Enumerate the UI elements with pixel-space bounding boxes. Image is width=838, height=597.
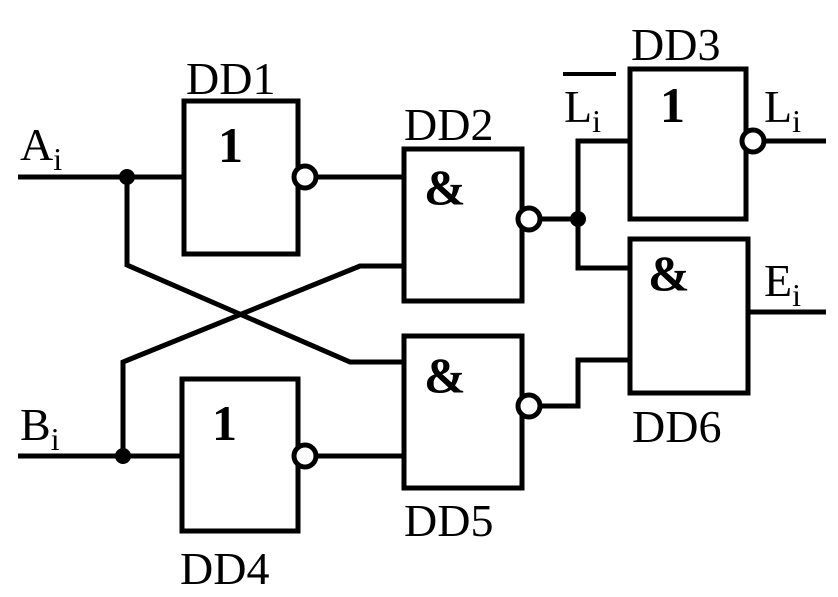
gate-symbol: 1: [660, 77, 685, 133]
gate-label-dd3: DD3: [631, 19, 720, 70]
output-label-e: Ei: [764, 255, 801, 313]
junction-dd2-out: [570, 211, 586, 227]
junction-a: [119, 169, 135, 185]
gate-symbol: &: [424, 347, 466, 403]
output-label-l: Li: [764, 81, 801, 139]
wire-node-to-dd6: [575, 219, 630, 271]
gate-dd3: 1 DD3: [627, 19, 767, 222]
gate-dd1: 1 DD1: [181, 53, 319, 257]
wire-dd5-to-dd6: [540, 357, 630, 409]
gate-symbol: &: [424, 159, 466, 215]
inversion-bubble: [515, 392, 543, 420]
inversion-bubble: [291, 442, 319, 470]
junction-b: [115, 448, 131, 464]
gate-symbol: 1: [212, 395, 237, 451]
input-label-a: Ai: [20, 119, 62, 177]
wire-node-to-dd3: [575, 138, 630, 219]
inversion-bubble: [291, 163, 319, 191]
gate-label-dd5: DD5: [404, 495, 493, 546]
gate-label-dd6: DD6: [632, 401, 721, 452]
inversion-bubble: [739, 127, 767, 155]
inversion-bubble: [515, 205, 543, 233]
gate-dd4: 1 DD4: [179, 376, 319, 594]
gate-symbol: &: [648, 245, 690, 301]
gate-label-dd2: DD2: [404, 99, 493, 150]
gate-dd5: & DD5: [401, 333, 543, 546]
gate-symbol: 1: [218, 117, 243, 173]
gate-label-dd1: DD1: [186, 53, 275, 104]
gate-dd6: & DD6: [627, 236, 751, 452]
wires: [18, 72, 826, 459]
gate-dd2: & DD2: [401, 99, 543, 304]
input-label-b: Bi: [20, 399, 60, 457]
output-label-l-inverted: Li: [564, 81, 601, 139]
wire-b-cross-to-dd2: [120, 263, 404, 456]
gate-label-dd4: DD4: [180, 543, 269, 594]
